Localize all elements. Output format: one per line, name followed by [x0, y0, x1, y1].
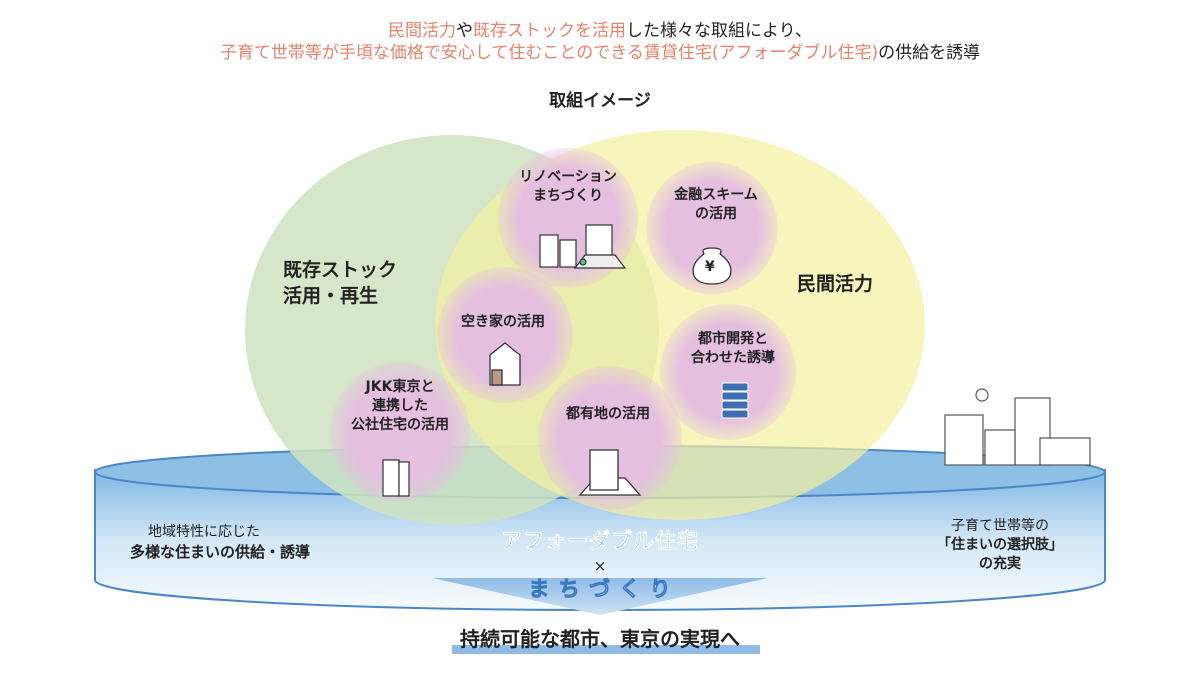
footer-underline — [452, 645, 760, 654]
circle-label-finance: 金融スキーム の活用 — [674, 187, 758, 222]
header-line-2: 子育て世帯等が手頃な価格で安心して住むことのできる賃貸住宅(アフォーダブル住宅)… — [0, 42, 1200, 65]
header-segment: 民間活力 — [388, 21, 456, 41]
header-segment: した様々な取組により、 — [626, 21, 812, 41]
header-line-1: 民間活力や既存ストックを活用した様々な取組により、 — [0, 20, 1200, 43]
circle-public-land — [538, 366, 682, 510]
circle-urban — [660, 304, 796, 440]
circle-label-urban: 都市開発と 合わせた誘導 — [691, 331, 775, 366]
area-label-private: 民間活力 — [797, 273, 874, 295]
circle-jkk — [330, 362, 470, 502]
stack-icon — [721, 382, 749, 419]
yen-bag-icon — [692, 247, 732, 285]
yen-sign: ¥ — [705, 259, 715, 275]
circle-label-akiya: 空き家の活用 — [461, 314, 545, 330]
circle-label-jkk: JKK東京と 連携した 公社住宅の活用 — [351, 379, 449, 433]
arrow-down — [432, 578, 768, 615]
subtitle: 取組イメージ — [549, 91, 651, 111]
circle-label-public-land: 都有地の活用 — [566, 406, 650, 422]
base-left-line-1: 地域特性に応じた — [148, 524, 260, 540]
circle-akiya — [437, 267, 573, 403]
header-segment: や — [456, 21, 473, 41]
buildings-icon — [539, 224, 627, 269]
base-right-text: 子育て世帯等の 「住まいの選択肢」 の充実 — [935, 517, 1065, 574]
header-segment: 既存ストックを活用 — [473, 21, 626, 41]
base-left-line-2: 多様な住まいの供給・誘導 — [130, 542, 311, 561]
building-on-land-icon — [578, 449, 642, 496]
footer-goal: 持続可能な都市、東京の実現へ — [460, 627, 740, 651]
header-segment: の供給を誘導 — [878, 43, 981, 63]
circle-finance — [646, 162, 778, 294]
area-label-existing-stock: 既存ストック 活用・再生 — [283, 259, 398, 307]
circle-label-renovation: リノベーション まちづくり — [519, 169, 617, 204]
times-sign: × — [593, 557, 607, 575]
base-right-line-1: 子育て世帯等の — [951, 518, 1049, 534]
cityscape-icon — [944, 388, 1091, 466]
header-segment: 子育て世帯等が手頃な価格で安心して住むことのできる賃貸住宅(アフォーダブル住宅) — [219, 43, 879, 63]
machizukuri-label: ま ち づ く り — [528, 577, 672, 602]
base-right-line-3: の充実 — [979, 555, 1021, 572]
house-icon — [489, 342, 521, 386]
apartment-icon — [382, 459, 410, 497]
base-left-text: 地域特性に応じた 多様な住まいの供給・誘導 — [130, 523, 310, 562]
base-right-line-2: 「住まいの選択肢」 — [937, 536, 1063, 553]
affordable-housing-label: アフォーダブル住宅 — [501, 529, 699, 554]
